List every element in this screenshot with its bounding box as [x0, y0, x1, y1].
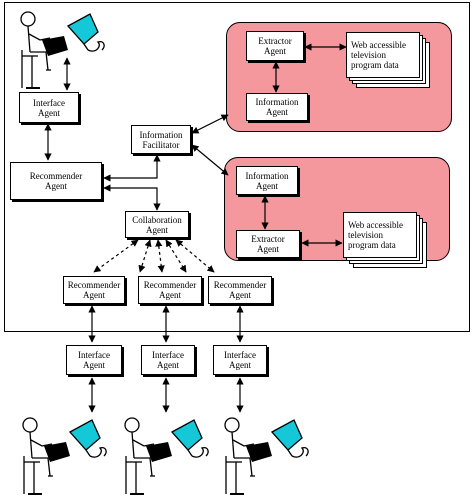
extractor-agent-1: Extractor Agent [246, 31, 304, 61]
interface-agent-3: Interface Agent [213, 345, 267, 375]
extractor-agent-2: Extractor Agent [236, 230, 300, 258]
data-source-2-label: Web accessible television program data [343, 212, 417, 258]
interface-agent-top: Interface Agent [19, 92, 79, 123]
user-at-computer-icon [20, 11, 105, 89]
recommender-agent-3: Recommender Agent [208, 276, 272, 304]
user-at-computer-icon [22, 417, 107, 495]
user-at-computer-icon [224, 417, 309, 495]
recommender-agent-2: Recommender Agent [138, 276, 202, 304]
information-agent-1: Information Agent [246, 93, 308, 121]
information-agent-2: Information Agent [236, 166, 298, 195]
interface-agent-2: Interface Agent [141, 345, 195, 375]
recommender-agent-main: Recommender Agent [10, 162, 102, 200]
collaboration-agent: Collaboration Agent [125, 211, 189, 238]
recommender-agent-1: Recommender Agent [63, 276, 125, 304]
interface-agent-1: Interface Agent [66, 345, 122, 375]
user-at-computer-icon [124, 417, 209, 495]
data-source-1-label: Web accessible television program data [346, 32, 420, 78]
data-source-1: Web accessible television program data [346, 32, 432, 90]
information-facilitator: Information Facilitator [131, 125, 191, 154]
data-source-2: Web accessible television program data [343, 212, 429, 270]
